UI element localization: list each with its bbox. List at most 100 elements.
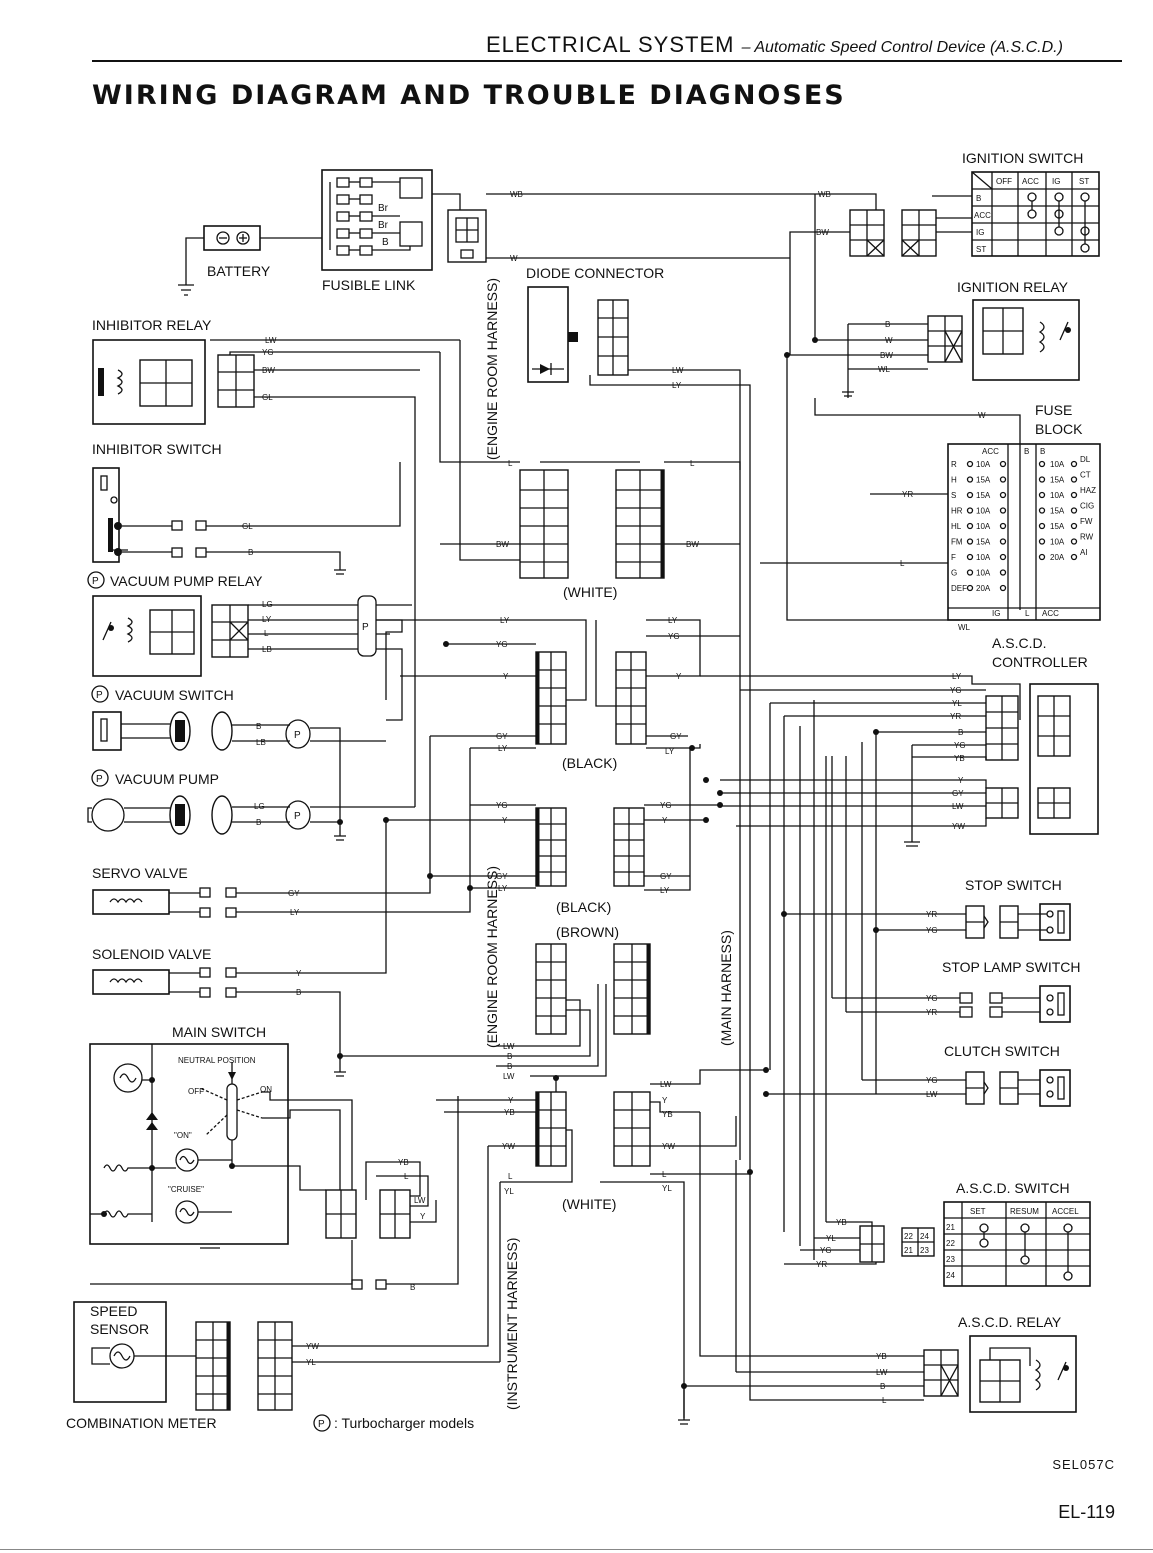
fuse-right-rating: 10A — [1050, 538, 1065, 547]
turbo-marker-vpr: P — [87, 571, 105, 589]
wire-blk2-yg: YG — [496, 801, 508, 810]
bottom-rule — [0, 1549, 1153, 1550]
wire-ctl-y: Y — [958, 776, 964, 785]
wire-blk2-gy: GY — [496, 872, 508, 881]
fuse-left-terminal-2 — [999, 569, 1007, 576]
fuse-right-name: DL — [1080, 455, 1091, 464]
vacuum-pump-label: VACUUM PUMP — [115, 771, 219, 787]
connector-white-2: (WHITE) — [562, 1196, 616, 1212]
fuse-left-terminal-2 — [999, 460, 1007, 468]
inhibitor-switch-label: INHIBITOR SWITCH — [92, 441, 222, 457]
fuse-left-terminal — [966, 522, 974, 530]
fuse-right-rating: 15A — [1050, 522, 1065, 531]
inhibitor-relay-label: INHIBITOR RELAY — [92, 317, 212, 333]
fuse-left-terminal-2 — [999, 476, 1007, 483]
fuse-right-rating: 15A — [1050, 476, 1065, 485]
solenoid-valve-label: SOLENOID VALVE — [92, 946, 211, 962]
ignition-switch-table — [971, 171, 1100, 257]
ign-row-ig: IG — [976, 228, 984, 237]
fuse-left-name: H — [951, 476, 957, 485]
fuse-left-terminal — [966, 476, 974, 483]
servo-valve — [92, 736, 471, 918]
fuse-left-name: R — [951, 460, 957, 469]
fuse-right-terminal-2 — [1070, 553, 1078, 561]
wire-w2-yl: YL — [504, 1187, 514, 1196]
fuse-left-terminal — [966, 538, 974, 545]
ascd-col-resum: RESUM — [1010, 1207, 1039, 1216]
wire-clutch-yg: YG — [926, 1076, 938, 1085]
wire-vpr-lb: LB — [262, 645, 272, 654]
wire-blk1-yg: YG — [496, 640, 508, 649]
wire-ascdr-lw: LW — [876, 1368, 888, 1377]
vpr-p-marker: P — [362, 622, 369, 633]
fuse-block-label-2: BLOCK — [1035, 421, 1083, 437]
wire-ascdr-l: L — [882, 1396, 887, 1405]
wire-w-top: W — [510, 254, 518, 263]
fuse-right-terminal — [1038, 553, 1046, 561]
fuse-right-name: RW — [1080, 533, 1094, 542]
fuse-right-rating: 10A — [1050, 460, 1065, 469]
wire-ms-lw: LW — [414, 1196, 426, 1205]
turbo-marker-vsw: P — [91, 685, 109, 703]
connector-white-1: (WHITE) — [563, 584, 617, 600]
wire-inh-gl: GL — [262, 393, 273, 402]
ascd-pin-22: 22 — [904, 1232, 913, 1241]
battery-label: BATTERY — [207, 263, 271, 279]
wire-white-bw1: BW — [496, 540, 509, 549]
wire-w2-yb: YB — [504, 1108, 515, 1117]
speed-sensor-label-1: SPEED — [90, 1303, 137, 1319]
fuse-left-rating: 15A — [976, 476, 991, 485]
wire-w2-lw: LW — [660, 1080, 672, 1089]
fuse-right-terminal — [1038, 538, 1046, 545]
fuse-left-terminal — [966, 491, 974, 499]
ascd-controller-label-2: CONTROLLER — [992, 654, 1088, 670]
ms-neutral: NEUTRAL POSITION — [178, 1056, 256, 1065]
ascd-pin-21: 21 — [904, 1246, 913, 1255]
ign-col-ig: IG — [1052, 177, 1060, 186]
wire-stop-yg: YG — [926, 926, 938, 935]
fuse-ftr-l: L — [1025, 609, 1030, 618]
fuse-left-terminal — [966, 553, 974, 561]
wire-ascdsw-yg: YG — [820, 1246, 832, 1255]
ascd-switch — [784, 756, 1091, 1287]
ascd-relay-label: A.S.C.D. RELAY — [958, 1314, 1062, 1330]
fuse-right-terminal-2 — [1070, 476, 1078, 483]
wire-ctl-yb: YB — [954, 754, 965, 763]
turbo-legend-symbol: P — [313, 1414, 331, 1432]
wire-vsw-lb: LB — [256, 738, 266, 747]
wire-inhsw-b: B — [248, 548, 253, 557]
fuse-left-terminal — [966, 569, 974, 576]
wire-vpump-b: B — [256, 818, 261, 827]
main-switch — [89, 1043, 459, 1290]
wire-servo-gy: GY — [288, 889, 300, 898]
harness-instrument: (INSTRUMENT HARNESS) — [504, 1238, 520, 1410]
wire-fuse-l: L — [900, 559, 905, 568]
wire-fuse-w: W — [978, 411, 986, 420]
ignition-relay-label: IGNITION RELAY — [957, 279, 1069, 295]
fuse-left-name: FM — [951, 538, 963, 547]
combination-meter-label: COMBINATION METER — [66, 1415, 217, 1431]
wire-ascdr-yb: YB — [876, 1352, 887, 1361]
white-connector-pair — [440, 461, 741, 579]
inhibitor-switch — [92, 462, 401, 575]
wire-w2-yb2: YB — [662, 1110, 673, 1119]
fuse-left-terminal-2 — [999, 522, 1007, 530]
fuse-right-rating: 20A — [1050, 553, 1065, 562]
wire-ms-b: B — [410, 1283, 415, 1292]
ignition-relay — [784, 194, 1080, 398]
fuse-left-terminal-2 — [999, 584, 1007, 592]
fuse-hdr-b1: B — [1024, 447, 1029, 456]
svg-text:P: P — [96, 690, 103, 701]
vacuum-switch-label: VACUUM SWITCH — [115, 687, 234, 703]
wire-blk2-yg2: YG — [660, 801, 672, 810]
wire-ms-yb: YB — [398, 1158, 409, 1167]
main-harness-wires — [739, 540, 877, 1260]
wire-ctl-lw: LW — [952, 802, 964, 811]
fuse-block — [760, 355, 1101, 621]
fuse-right-terminal-2 — [1070, 538, 1078, 545]
vacuum-switch — [92, 711, 386, 820]
wire-inh-lw: LW — [265, 336, 277, 345]
ascd-controller — [700, 675, 1099, 847]
wire-w2-yw: YW — [502, 1142, 515, 1151]
